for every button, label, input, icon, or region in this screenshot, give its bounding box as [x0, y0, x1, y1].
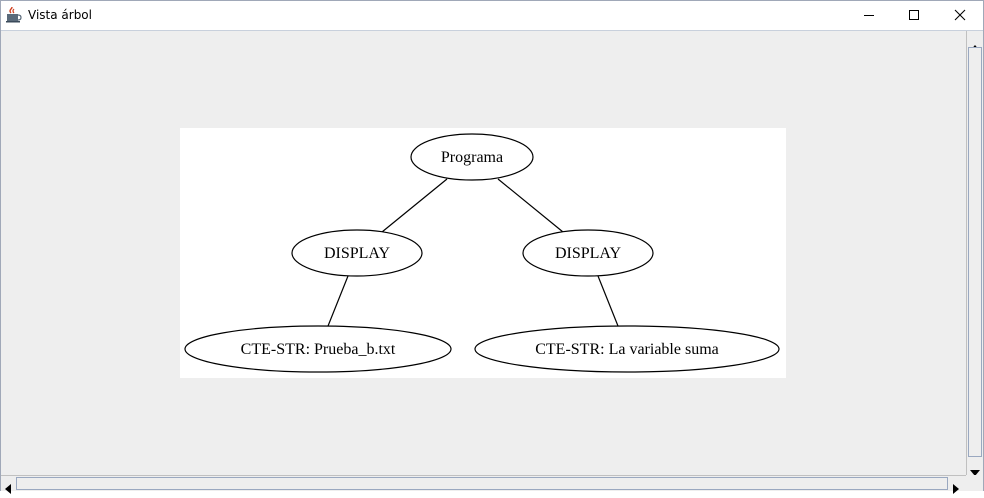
title-bar[interactable]: Vista árbol: [1, 1, 983, 31]
tree-node-root: Programa: [410, 133, 534, 181]
tree-node-cte-left: CTE-STR: Prueba_b.txt: [184, 325, 452, 373]
close-icon: [954, 9, 966, 21]
edge-root-display-left: [381, 178, 448, 233]
node-label-display-left: DISPLAY: [324, 245, 391, 262]
maximize-icon: [909, 10, 919, 20]
horizontal-scroll-thumb[interactable]: [16, 477, 948, 490]
scroll-viewport: Programa DISPLAY DISPLAY CTE-STR: Prueba…: [1, 31, 966, 475]
edge-display-right-cte: [597, 275, 619, 327]
tree-node-display-right: DISPLAY: [522, 229, 654, 277]
node-label-root: Programa: [441, 149, 503, 166]
scroll-left-arrow-icon[interactable]: [5, 479, 11, 498]
node-label-display-right: DISPLAY: [555, 245, 622, 262]
vertical-scroll-thumb[interactable]: [968, 47, 982, 457]
horizontal-scrollbar[interactable]: [1, 475, 966, 494]
scrollbar-corner: [966, 475, 983, 491]
scroll-right-arrow-icon[interactable]: [953, 479, 959, 498]
tree-node-cte-right: CTE-STR: La variable suma: [474, 325, 780, 373]
window-title: Vista árbol: [28, 8, 92, 22]
node-label-cte-right: CTE-STR: La variable suma: [535, 341, 719, 358]
minimize-button[interactable]: [846, 1, 892, 30]
node-label-cte-left: CTE-STR: Prueba_b.txt: [241, 341, 396, 358]
syntax-tree-graph: Programa DISPLAY DISPLAY CTE-STR: Prueba…: [180, 128, 786, 378]
scroll-down-arrow-icon[interactable]: [970, 461, 980, 480]
minimize-icon: [864, 15, 874, 16]
vertical-scrollbar[interactable]: [966, 31, 983, 476]
edge-root-display-right: [497, 178, 564, 233]
close-button[interactable]: [937, 1, 983, 30]
edge-display-left-cte: [327, 275, 349, 327]
java-cup-icon: [6, 5, 22, 23]
tree-node-display-left: DISPLAY: [291, 229, 423, 277]
syntax-tree-svg: Programa DISPLAY DISPLAY CTE-STR: Prueba…: [184, 133, 780, 373]
maximize-button[interactable]: [891, 1, 937, 30]
